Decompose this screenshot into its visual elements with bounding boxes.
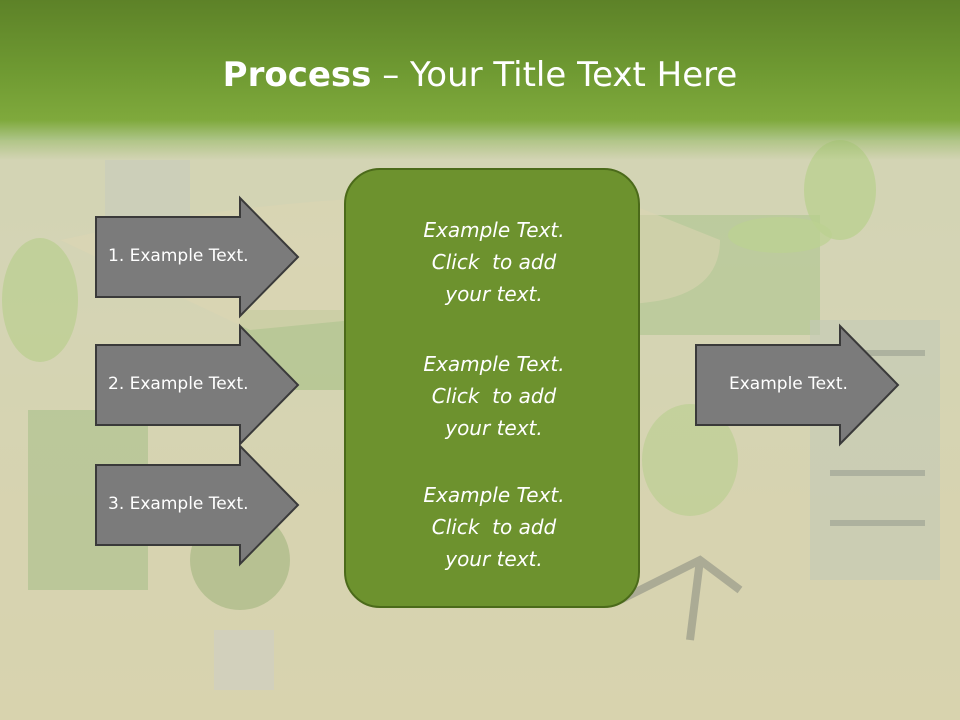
center-block-1: Example Text. Click to add your text. [346, 214, 642, 310]
left-arrow-1[interactable]: 1. Example Text. [95, 195, 300, 319]
left-arrow-3-shape [95, 443, 300, 567]
right-arrow[interactable]: Example Text. [695, 323, 900, 447]
left-arrow-2-shape [95, 323, 300, 447]
right-arrow-label: Example Text. [729, 374, 848, 394]
title-bold: Process [222, 55, 372, 95]
center-block-1-line-1: Example Text. [423, 218, 565, 242]
left-arrow-3-label: 3. Example Text. [108, 494, 249, 514]
left-arrow-3[interactable]: 3. Example Text. [95, 443, 300, 567]
center-block-3-line-3: your text. [445, 547, 543, 571]
title-rest: Your Title Text Here [410, 55, 738, 95]
center-block-3-line-2: Click to add [431, 515, 557, 539]
center-block-3-line-1: Example Text. [423, 483, 565, 507]
center-block-1-line-3: your text. [445, 282, 543, 306]
left-arrow-1-shape [95, 195, 300, 319]
center-block-2-line-1: Example Text. [423, 352, 565, 376]
center-block-2-line-2: Click to add [431, 384, 557, 408]
left-arrow-2[interactable]: 2. Example Text. [95, 323, 300, 447]
right-arrow-shape [695, 323, 900, 447]
slide-title[interactable]: Process – Your Title Text Here [0, 52, 960, 98]
center-block-2: Example Text. Click to add your text. [346, 348, 642, 444]
center-block-1-line-2: Click to add [431, 250, 557, 274]
left-arrow-1-label: 1. Example Text. [108, 246, 249, 266]
left-arrow-2-label: 2. Example Text. [108, 374, 249, 394]
center-text-box[interactable]: Example Text. Click to add your text. Ex… [344, 168, 640, 608]
center-block-2-line-3: your text. [445, 416, 543, 440]
center-block-3: Example Text. Click to add your text. [346, 479, 642, 575]
title-separator: – [371, 55, 411, 95]
header-band [0, 0, 960, 160]
